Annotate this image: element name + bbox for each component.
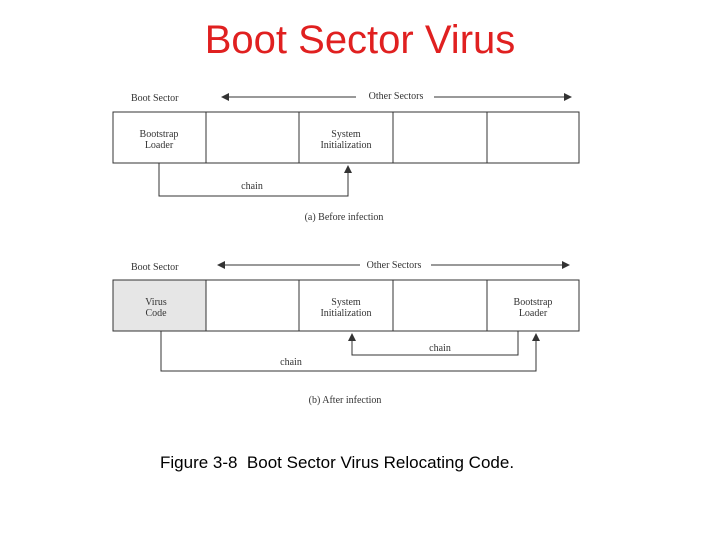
subcaption-before: (a) Before infection: [305, 212, 384, 223]
sector-cell: [486, 279, 580, 332]
sector-cell: [298, 111, 394, 164]
chain-arrow: [158, 163, 352, 197]
sector-row: Bootstrap Loader System Initialization: [112, 111, 580, 164]
bootstrap-loader-label: Bootstrap: [514, 297, 553, 308]
bootstrap-loader-label: Bootstrap: [140, 129, 179, 140]
chain-arrow-outer: [160, 331, 540, 372]
sector-cell: [112, 111, 207, 164]
other-sectors-label: Other Sectors: [367, 260, 422, 271]
bootstrap-loader-label: Loader: [519, 308, 548, 319]
sector-cell: [392, 111, 488, 164]
chain-label-outer: chain: [280, 357, 302, 368]
subcaption-after: (b) After infection: [309, 395, 382, 406]
virus-code-label: Code: [145, 308, 167, 319]
panel-after-infection: Boot Sector Other Sectors Virus Code Sys…: [112, 260, 580, 406]
system-initialization-label: System: [331, 297, 361, 308]
boot-sector-label: Boot Sector: [131, 93, 179, 104]
virus-code-label: Virus: [145, 297, 167, 308]
panel-before-infection: Boot Sector Other Sectors Bootstrap Load…: [112, 91, 580, 223]
sector-cell: [298, 279, 394, 332]
system-initialization-label: Initialization: [320, 308, 371, 319]
sector-row: Virus Code System Initialization Bootstr…: [112, 279, 580, 332]
slide-title: Boot Sector Virus: [204, 18, 516, 62]
sector-cell: [205, 111, 300, 164]
sector-cell: [205, 279, 300, 332]
figure-caption: Figure 3-8 Boot Sector Virus Relocating …: [160, 453, 515, 472]
other-sectors-label: Other Sectors: [369, 91, 424, 102]
sector-cell: [392, 279, 488, 332]
bootstrap-loader-label: Loader: [145, 140, 174, 151]
chain-label: chain: [241, 181, 263, 192]
chain-arrow-inner: [348, 331, 519, 356]
system-initialization-label: Initialization: [320, 140, 371, 151]
boot-sector-label: Boot Sector: [131, 262, 179, 273]
chain-label-inner: chain: [429, 343, 451, 354]
system-initialization-label: System: [331, 129, 361, 140]
sector-cell: [486, 111, 580, 164]
